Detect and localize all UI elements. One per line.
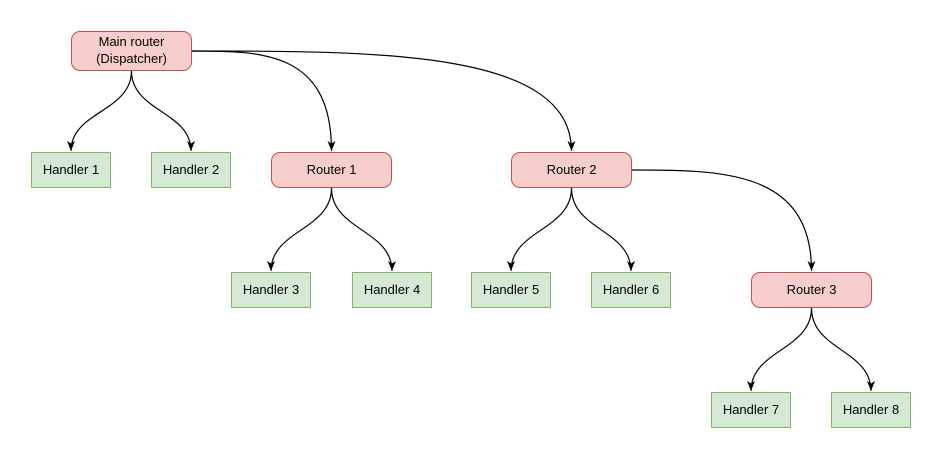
edge-router-3-to-handler-7 bbox=[747, 307, 813, 392]
edge-main-router-to-router-2 bbox=[191, 50, 576, 152]
edge-main-router-to-handler-2 bbox=[130, 70, 195, 152]
node-label: Handler 1 bbox=[42, 161, 100, 177]
node-handler-4: Handler 4 bbox=[352, 272, 432, 308]
node-label: Handler 6 bbox=[602, 281, 660, 297]
node-handler-6: Handler 6 bbox=[591, 272, 671, 308]
node-handler-3: Handler 3 bbox=[231, 272, 311, 308]
edge-router-2-to-router-3 bbox=[631, 169, 816, 272]
edge-router-1-to-handler-3 bbox=[267, 187, 333, 272]
node-handler-8: Handler 8 bbox=[831, 392, 911, 428]
edge-group bbox=[67, 50, 875, 392]
node-label: Router 3 bbox=[786, 281, 837, 297]
node-label: Handler 7 bbox=[722, 401, 780, 417]
edge-router-1-to-handler-4 bbox=[330, 187, 396, 272]
edge-main-router-to-handler-1 bbox=[67, 70, 133, 152]
node-handler-2: Handler 2 bbox=[151, 152, 231, 188]
node-label: Handler 4 bbox=[363, 281, 421, 297]
node-label: Router 1 bbox=[306, 161, 357, 177]
node-label: Router 2 bbox=[546, 161, 597, 177]
node-main-router: Main router (Dispatcher) bbox=[71, 31, 192, 71]
edge-router-2-to-handler-5 bbox=[507, 187, 573, 272]
node-label: Handler 5 bbox=[482, 281, 540, 297]
node-label: Main router (Dispatcher) bbox=[96, 34, 167, 66]
node-handler-7: Handler 7 bbox=[711, 392, 791, 428]
edge-router-2-to-handler-6 bbox=[570, 187, 635, 272]
node-router-3: Router 3 bbox=[751, 272, 872, 308]
edge-main-router-to-router-1 bbox=[191, 50, 336, 152]
edge-router-3-to-handler-8 bbox=[810, 307, 875, 392]
node-router-2: Router 2 bbox=[511, 152, 632, 188]
node-handler-1: Handler 1 bbox=[31, 152, 111, 188]
node-router-1: Router 1 bbox=[271, 152, 392, 188]
node-handler-5: Handler 5 bbox=[471, 272, 551, 308]
node-label: Handler 2 bbox=[162, 161, 220, 177]
node-label: Handler 8 bbox=[842, 401, 900, 417]
node-label: Handler 3 bbox=[242, 281, 300, 297]
